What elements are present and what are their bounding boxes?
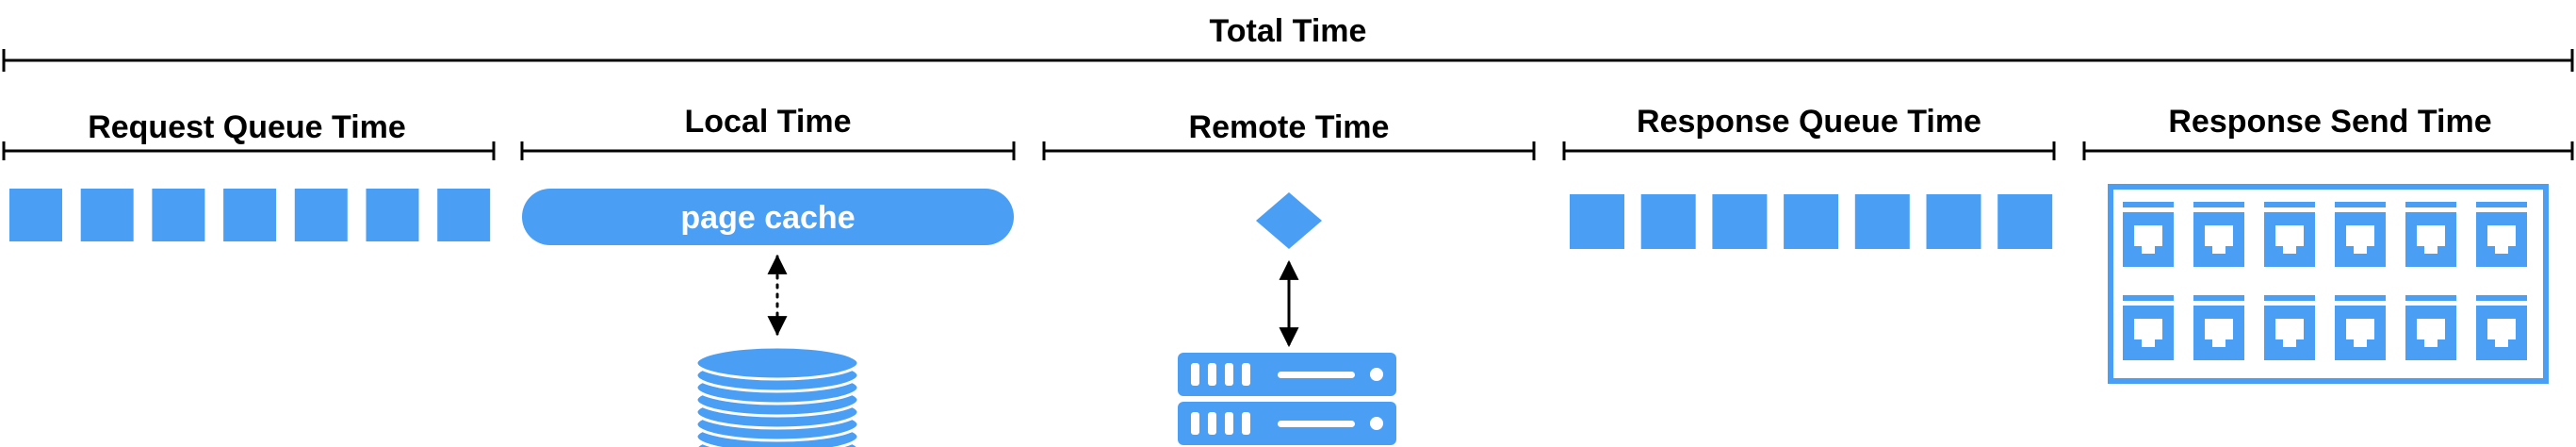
page-cache: page cache: [522, 189, 1014, 245]
segment-label-remote: Remote Time: [1189, 109, 1390, 145]
queue-square: [1640, 194, 1696, 249]
queue-square: [437, 189, 491, 241]
page-cache-label: page cache: [680, 200, 855, 236]
server-light: [1370, 417, 1383, 430]
server-bay: [1191, 412, 1199, 435]
total-time-label: Total Time: [1210, 13, 1367, 49]
queue-square: [80, 189, 134, 241]
server-bay: [1242, 363, 1250, 386]
ethernet-port-icon: [2264, 202, 2315, 267]
bracket-request-queue: [2, 141, 496, 160]
server-slot: [1278, 372, 1355, 378]
queue-square: [152, 189, 205, 241]
queue-square: [1997, 194, 2053, 249]
ethernet-port-icon: [2123, 202, 2174, 267]
ethernet-port-icon: [2405, 202, 2456, 267]
queue-square: [223, 189, 277, 241]
queue-square: [1784, 194, 1839, 249]
ethernet-port-icon: [2335, 295, 2386, 360]
queue-square: [366, 189, 419, 241]
ethernet-port-icon: [2193, 295, 2244, 360]
ethernet-port-icon: [2405, 295, 2456, 360]
queue-square: [1570, 194, 1624, 249]
server-bay: [1208, 363, 1216, 386]
segment-label-response-send: Response Send Time: [2168, 104, 2491, 140]
server-bay: [1208, 412, 1216, 435]
queue-square: [1712, 194, 1768, 249]
diamond-icon: [1256, 192, 1322, 249]
server-light: [1370, 368, 1383, 381]
bracket-local: [520, 141, 1016, 160]
segment-brackets: [2, 141, 2574, 160]
ethernet-port-icon: [2123, 295, 2174, 360]
ethernet-port-icon: [2476, 202, 2527, 267]
segment-label-local: Local Time: [685, 104, 852, 140]
ethernet-port-icon: [2335, 202, 2386, 267]
switch-frame: [2108, 184, 2549, 384]
database-disk: [694, 345, 860, 381]
bracket-response-queue: [1562, 141, 2056, 160]
bracket-response-send: [2082, 141, 2574, 160]
segment-label-response-queue: Response Queue Time: [1637, 104, 1981, 140]
bracket-remote: [1042, 141, 1536, 160]
total-time-bracket: [2, 49, 2574, 72]
queue-square: [294, 189, 348, 241]
network-switch-icon: [2108, 184, 2549, 384]
server-bay: [1225, 412, 1233, 435]
server-bay: [1242, 412, 1250, 435]
segment-label-request-queue: Request Queue Time: [88, 109, 406, 145]
queue-square: [1854, 194, 1910, 249]
request-queue-squares: [9, 189, 491, 241]
queue-square: [9, 189, 62, 241]
response-queue-squares: [1570, 194, 2053, 249]
server-bay: [1191, 363, 1199, 386]
queue-square: [1926, 194, 1981, 249]
page-cache-bar: [522, 189, 1014, 245]
ethernet-port-icon: [2476, 295, 2527, 360]
database-icon: [694, 345, 860, 447]
server-rack-icon: [1178, 353, 1396, 445]
server-slot: [1278, 421, 1355, 427]
ethernet-port-icon: [2264, 295, 2315, 360]
ethernet-port-icon: [2193, 202, 2244, 267]
server-bay: [1225, 363, 1233, 386]
